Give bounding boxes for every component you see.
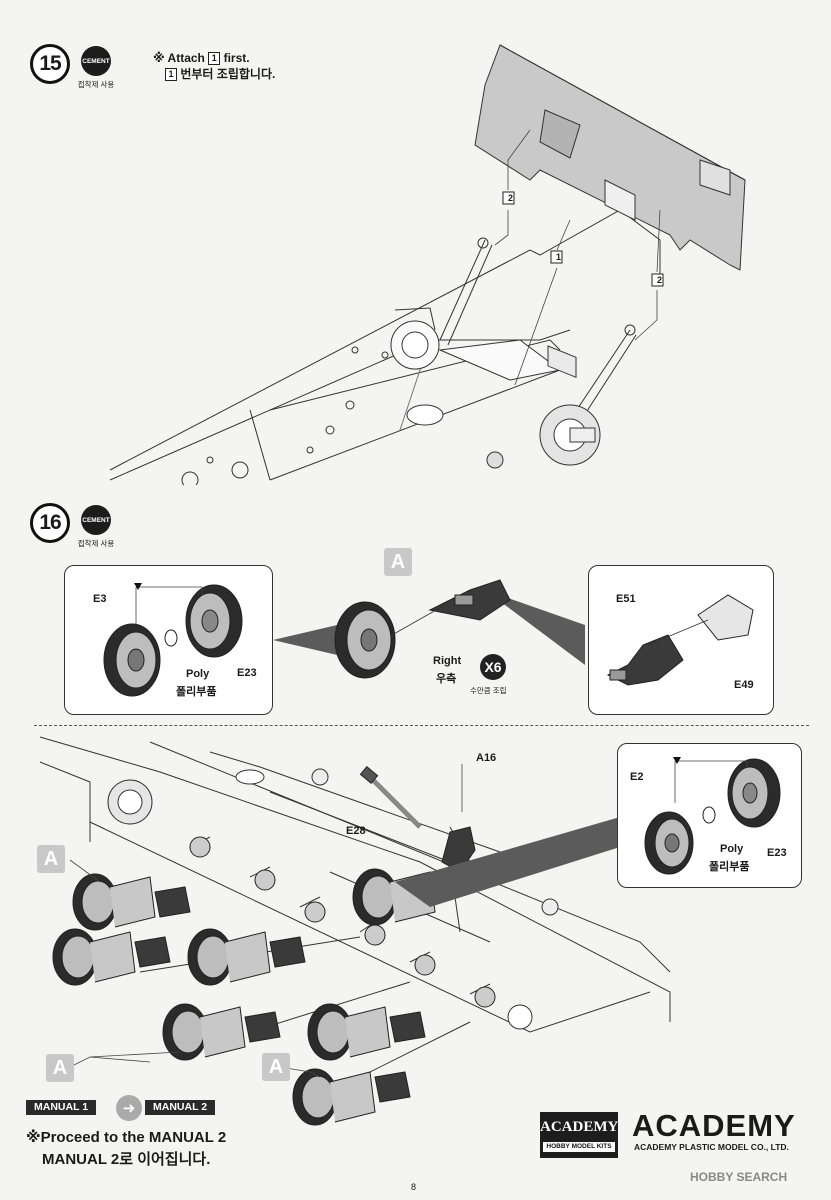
academy-small-logo: ACADEMY HOBBY MODEL KITS	[540, 1112, 618, 1158]
label-e51: E51	[616, 593, 636, 605]
step-15-hull-diagram	[109, 44, 746, 485]
callout-1: 1	[555, 252, 561, 262]
proceed-note-en: ※Proceed to the MANUAL 2	[26, 1129, 227, 1146]
label-right-kr: 우측	[436, 673, 457, 685]
cement-icon: CEMENT	[81, 505, 111, 535]
label-e49: E49	[734, 679, 754, 691]
label-poly-kr: 폴리부품	[176, 686, 217, 698]
cement-sub-label: 접착제 사용	[77, 80, 115, 89]
section-divider	[34, 725, 809, 726]
arrow-right-icon: ➜	[116, 1095, 142, 1121]
wheel-pair-drawing	[103, 583, 243, 697]
callout-2-right: 2	[656, 275, 662, 285]
label-right: Right	[433, 655, 462, 667]
label-e23-lower: E23	[767, 847, 787, 859]
proceed-note-kr: MANUAL 2로 이어집니다.	[42, 1151, 211, 1168]
watermark: HOBBY SEARCH	[690, 1170, 788, 1184]
page-number: 8	[411, 1182, 417, 1192]
step-15-note: ※ Attach 1 first. 1 번부터 조립합니다.	[153, 51, 276, 82]
subassembly-badge-a: A	[384, 548, 412, 576]
center-wheel-assembly	[273, 579, 585, 679]
manual-1-tab: MANUAL 1	[26, 1100, 97, 1115]
label-poly: Poly	[186, 668, 210, 680]
label-e23: E23	[237, 667, 257, 679]
manual-2-tab: MANUAL 2	[145, 1100, 216, 1115]
label-e2: E2	[630, 771, 644, 783]
badge-a-left: A	[37, 845, 65, 873]
label-a16: A16	[476, 752, 497, 764]
wheel-pair-drawing-lower	[644, 757, 781, 875]
lower-hull-diagram	[39, 736, 671, 1126]
label-e28: E28	[346, 825, 366, 837]
company-name: ACADEMY PLASTIC MODEL CO., LTD.	[634, 1142, 789, 1152]
academy-big-logo: ACADEMY	[632, 1108, 796, 1143]
x6-sub-label: 수만큼 조립	[470, 686, 507, 695]
arm-inset-e51-e49	[588, 565, 774, 715]
step-15-number: 15	[30, 44, 70, 84]
step-16-number: 16	[30, 503, 70, 543]
label-poly-kr-lower: 폴리부품	[709, 861, 750, 873]
badge-a-bottom: A	[46, 1054, 74, 1082]
quantity-x6-icon: X6	[480, 654, 506, 680]
label-e3: E3	[93, 593, 107, 605]
cement-icon: CEMENT	[81, 46, 111, 76]
suspension-arm-drawing	[606, 594, 754, 686]
badge-a-center: A	[262, 1053, 290, 1081]
callout-2-left: 2	[507, 193, 513, 203]
label-poly-lower: Poly	[720, 843, 744, 855]
cement-sub-label: 접착제 사용	[77, 539, 115, 548]
